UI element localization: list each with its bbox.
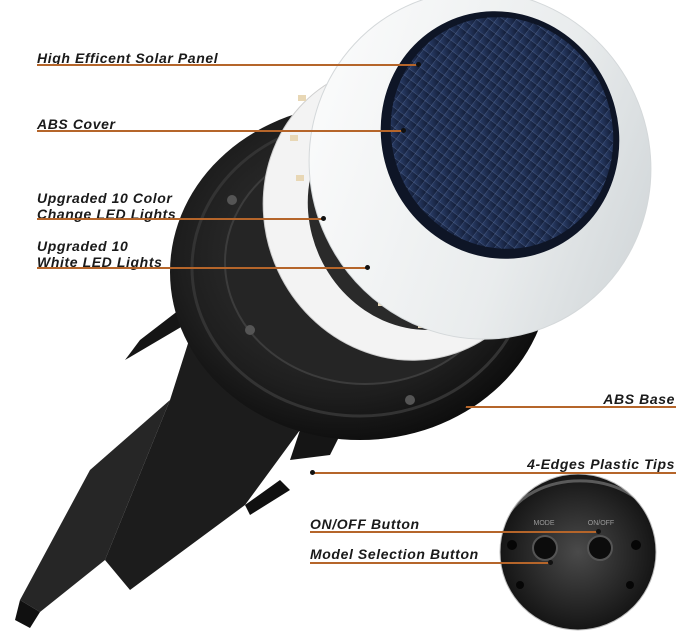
abs-cover-pointer-dot <box>401 128 406 133</box>
solar-panel-leader-line <box>37 64 418 66</box>
mode-button-label: Model Selection Button <box>310 546 479 562</box>
color-led-leader-line <box>37 218 323 220</box>
mode-button-leader-line <box>310 562 550 564</box>
inset-mode-text: MODE <box>534 520 555 527</box>
on-off-button-leader-line <box>310 531 598 533</box>
abs-cover-label: ABS Cover <box>37 116 116 132</box>
on-off-button-label: ON/OFF Button <box>310 516 420 532</box>
plastic-tips-pointer-dot <box>310 470 315 475</box>
solar-panel-pointer-dot <box>416 62 421 67</box>
plastic-tips-label: 4-Edges Plastic Tips <box>527 456 675 472</box>
abs-base-pointer-dot <box>461 404 466 409</box>
mode-button-pointer-dot <box>548 560 553 565</box>
color-led-pointer-dot <box>321 216 326 221</box>
white-led-label: Upgraded 10 White LED Lights <box>37 238 163 270</box>
button-closeup-inset <box>500 474 656 630</box>
abs-base-label: ABS Base <box>603 391 675 407</box>
solar-panel-label: High Efficent Solar Panel <box>37 50 219 66</box>
plastic-tips-leader-line <box>312 472 676 474</box>
on-off-button-pointer-dot <box>596 529 601 534</box>
abs-base-leader-line <box>463 406 676 408</box>
inset-onoff-text: ON/OFF <box>588 520 614 527</box>
white-led-leader-line <box>37 267 367 269</box>
white-led-pointer-dot <box>365 265 370 270</box>
abs-cover-leader-line <box>37 130 403 132</box>
solar-cover <box>308 0 652 340</box>
